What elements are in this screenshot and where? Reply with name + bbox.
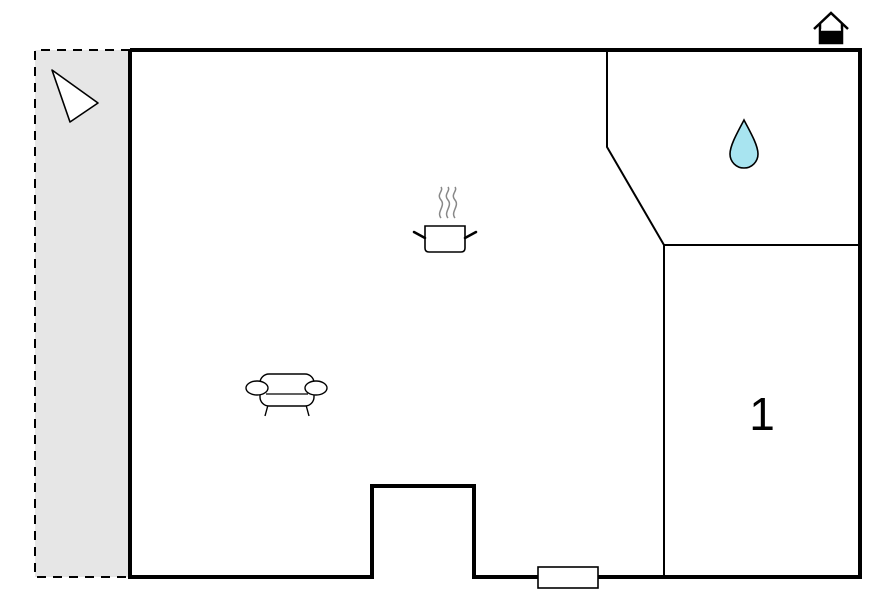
interior-walls [606,50,860,577]
sofa-icon [245,373,328,417]
outer-walls [128,48,862,579]
bedroom-number-label: 1 [749,388,775,440]
window [537,566,599,589]
water-drop-icon [729,118,759,169]
kitchen-pot-icon [412,186,478,253]
terrace-direction-icon [51,69,99,123]
terrace-area [34,49,130,578]
house-entrance-icon [813,11,849,45]
